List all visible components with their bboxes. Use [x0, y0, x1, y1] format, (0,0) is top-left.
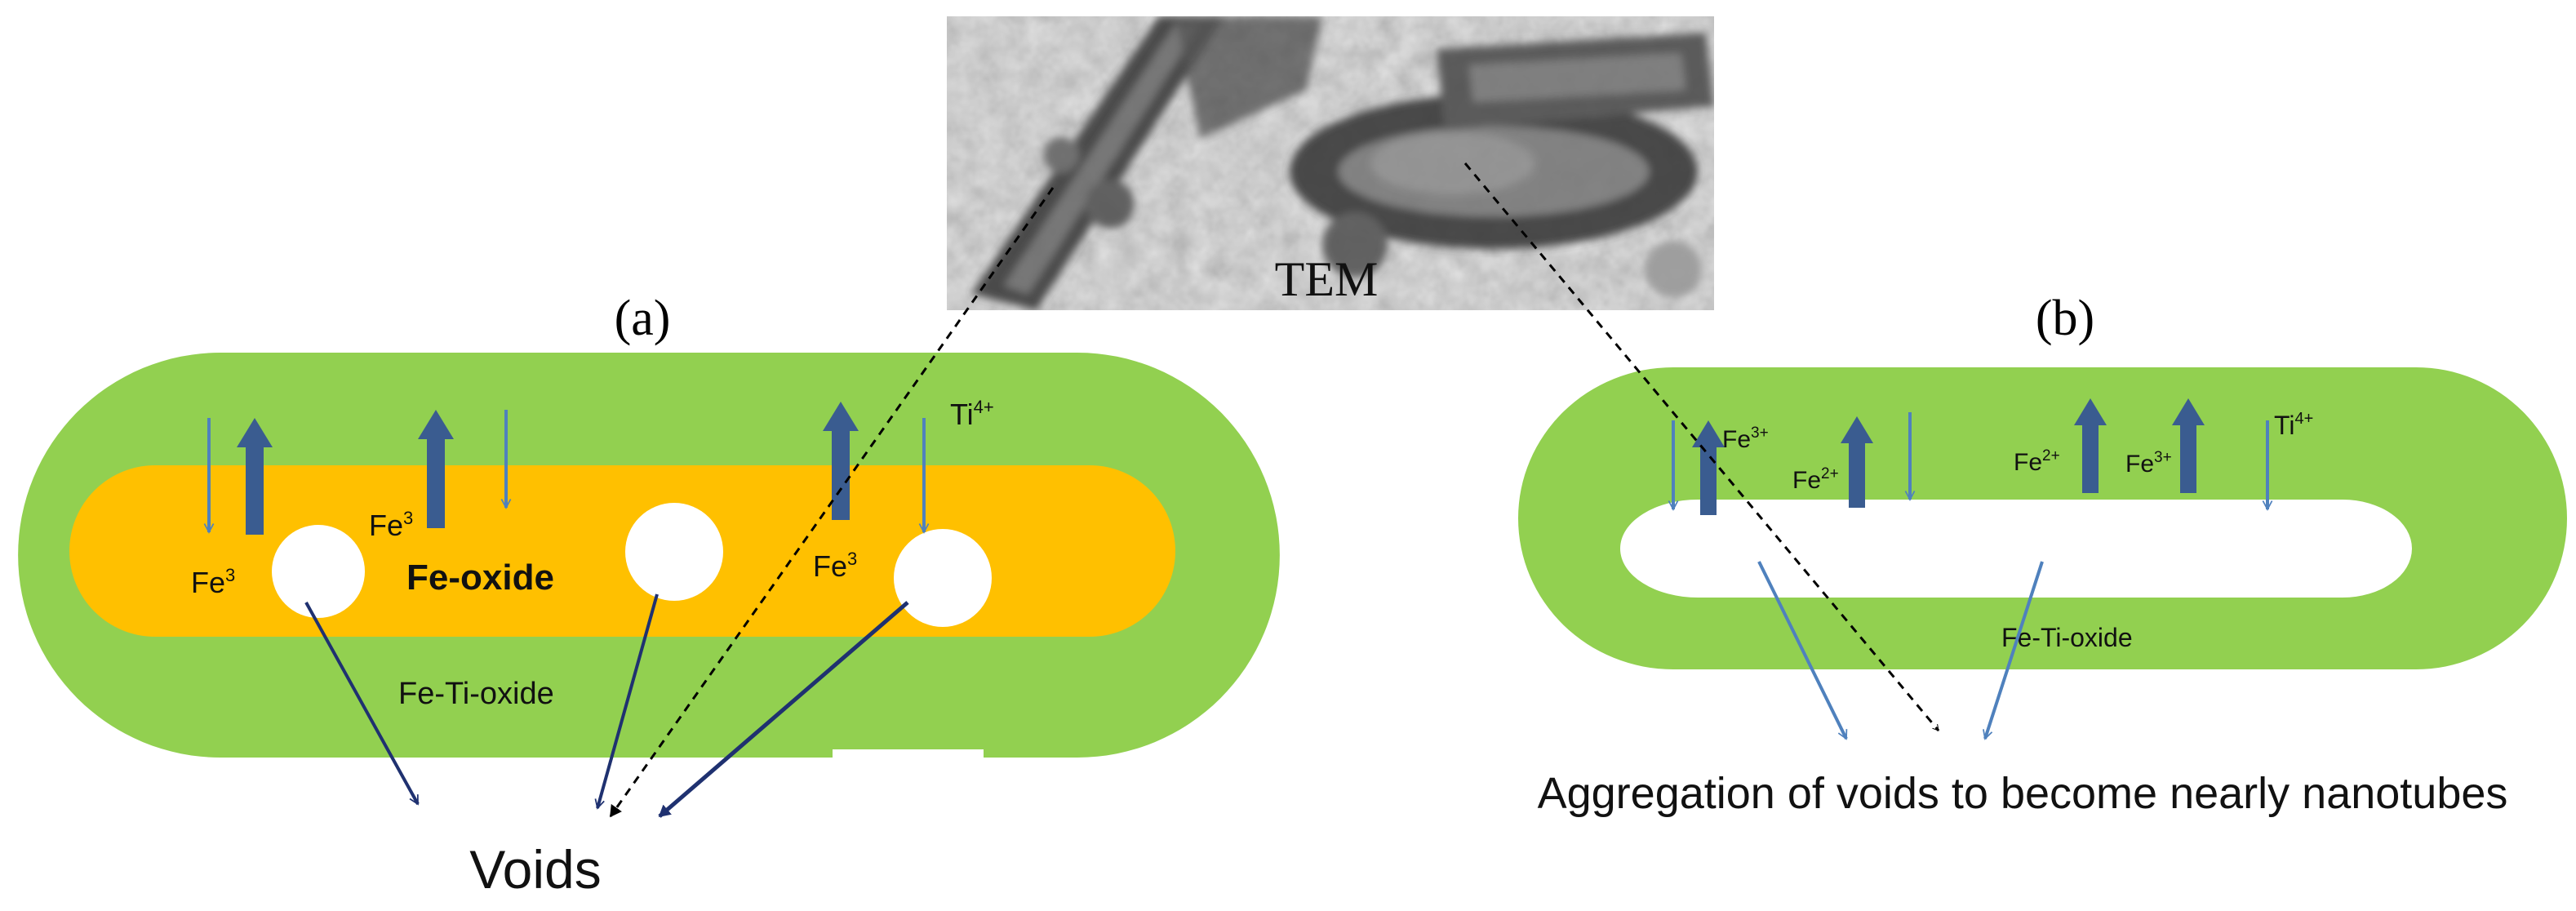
panel-b-ion-2: Fe2+	[1792, 465, 1839, 494]
panel-b-aggregation-arrow-2	[1983, 561, 2044, 740]
panel-a-void-arrow-3	[658, 601, 909, 818]
panel-a-ion-left: Fe3	[191, 565, 235, 599]
panel-b-label: (b)	[2036, 291, 2094, 346]
panel-a-void-arrow-2	[594, 593, 659, 810]
tem-image: TEM	[947, 16, 1714, 310]
panel-b-ion-ti: Ti4+	[2274, 410, 2313, 440]
panel-b-caption: Aggregation of voids to become nearly na…	[1538, 769, 2508, 818]
panel-a-outer-label: Fe-Ti-oxide	[398, 677, 554, 711]
panel-b-up-arrow-1	[1692, 420, 1725, 515]
panel-b-outer-shell	[1518, 367, 2567, 669]
panel-b-ion-4: Fe3+	[2125, 449, 2172, 478]
panel-b-ion-1: Fe3+	[1722, 424, 1769, 453]
panel-a-label: (a)	[615, 291, 671, 346]
panel-b-tem-pointer	[1463, 162, 1940, 731]
panel-a-up-arrow-2	[418, 410, 454, 528]
panel-a-void-2	[625, 503, 723, 601]
tem-label: TEM	[1275, 252, 1379, 306]
panel-b-aggregation-arrow-1	[1757, 561, 1848, 740]
panel-a-void-3	[894, 529, 992, 627]
panel-a-inner-core	[69, 465, 1175, 637]
panel-a-ion-right: Fe3	[813, 549, 857, 583]
panel-a-void-1	[272, 525, 365, 618]
panel-a-up-arrow-1	[237, 418, 273, 535]
panel-b-ion-3: Fe2+	[2014, 447, 2060, 476]
panel-b-up-arrow-2	[1841, 416, 1873, 508]
panel-b-up-arrow-3	[2074, 398, 2107, 493]
panel-a-tem-pointer	[609, 187, 1055, 818]
panel-b-up-arrow-4	[2172, 398, 2205, 493]
panel-b-outer-label: Fe-Ti-oxide	[2001, 623, 2133, 652]
panel-a-up-arrow-3	[823, 402, 859, 520]
panel-b: (b) Fe3+ Fe2+ Fe2+ Fe3+ Ti4+ Fe-Ti-	[1463, 162, 2567, 818]
panel-a-ion-mid: Fe3	[369, 508, 413, 542]
panel-a-void-arrow-1	[304, 602, 420, 806]
panel-a-inner-label: Fe-oxide	[406, 558, 554, 598]
panel-a-caption: Voids	[469, 839, 601, 900]
panel-a: (a) Fe3 Fe3 Fe3 Ti4+ Fe-oxide	[18, 187, 1280, 900]
panel-a-ion-ti: Ti4+	[950, 397, 994, 431]
